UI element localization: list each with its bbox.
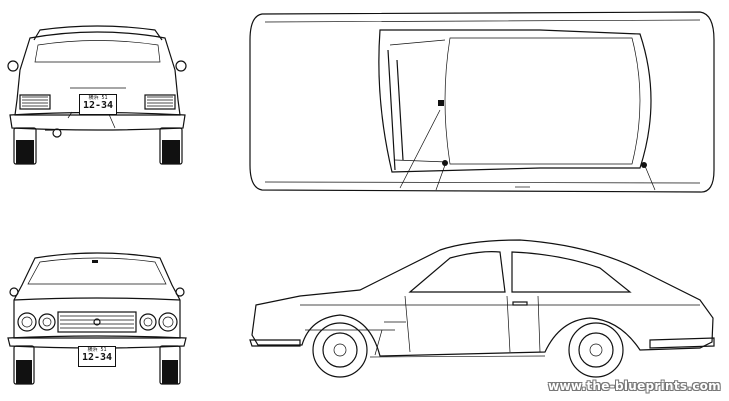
watermark: www.the-blueprints.com [548,379,721,393]
plate-region: 横浜 51 [87,347,107,353]
plate-number: 12-34 [81,352,113,363]
top-view [249,11,715,193]
plate-region: 横浜 51 [88,95,108,101]
front-view [7,252,187,385]
rear-license-plate: 横浜 51 12-34 [79,94,117,115]
front-license-plate: 横浜 51 12-34 [78,346,116,367]
rear-view [7,25,187,165]
side-view [249,239,715,378]
plate-number: 12-34 [82,100,114,111]
